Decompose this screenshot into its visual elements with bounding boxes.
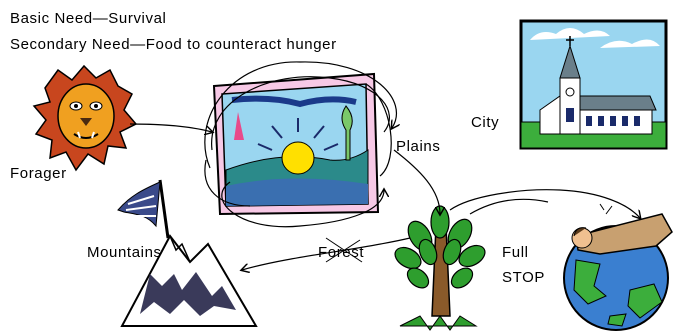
sunrise-landscape-icon <box>214 74 378 214</box>
label-forager: Forager <box>10 166 67 181</box>
basic-need-title: Basic Need—Survival <box>10 11 166 26</box>
secondary-need-title: Secondary Need—Food to counteract hunger <box>10 37 337 52</box>
label-full: Full <box>502 245 529 260</box>
label-forest: Forest <box>318 245 364 260</box>
lion-icon <box>34 66 136 170</box>
label-city: City <box>471 115 499 130</box>
sleeping-man-globe-icon <box>564 204 672 330</box>
label-plains: Plains <box>396 139 440 154</box>
church-icon <box>521 21 666 148</box>
label-mountains: Mountains <box>87 245 162 260</box>
tree-icon <box>391 206 488 330</box>
label-stop: STOP <box>502 270 545 285</box>
